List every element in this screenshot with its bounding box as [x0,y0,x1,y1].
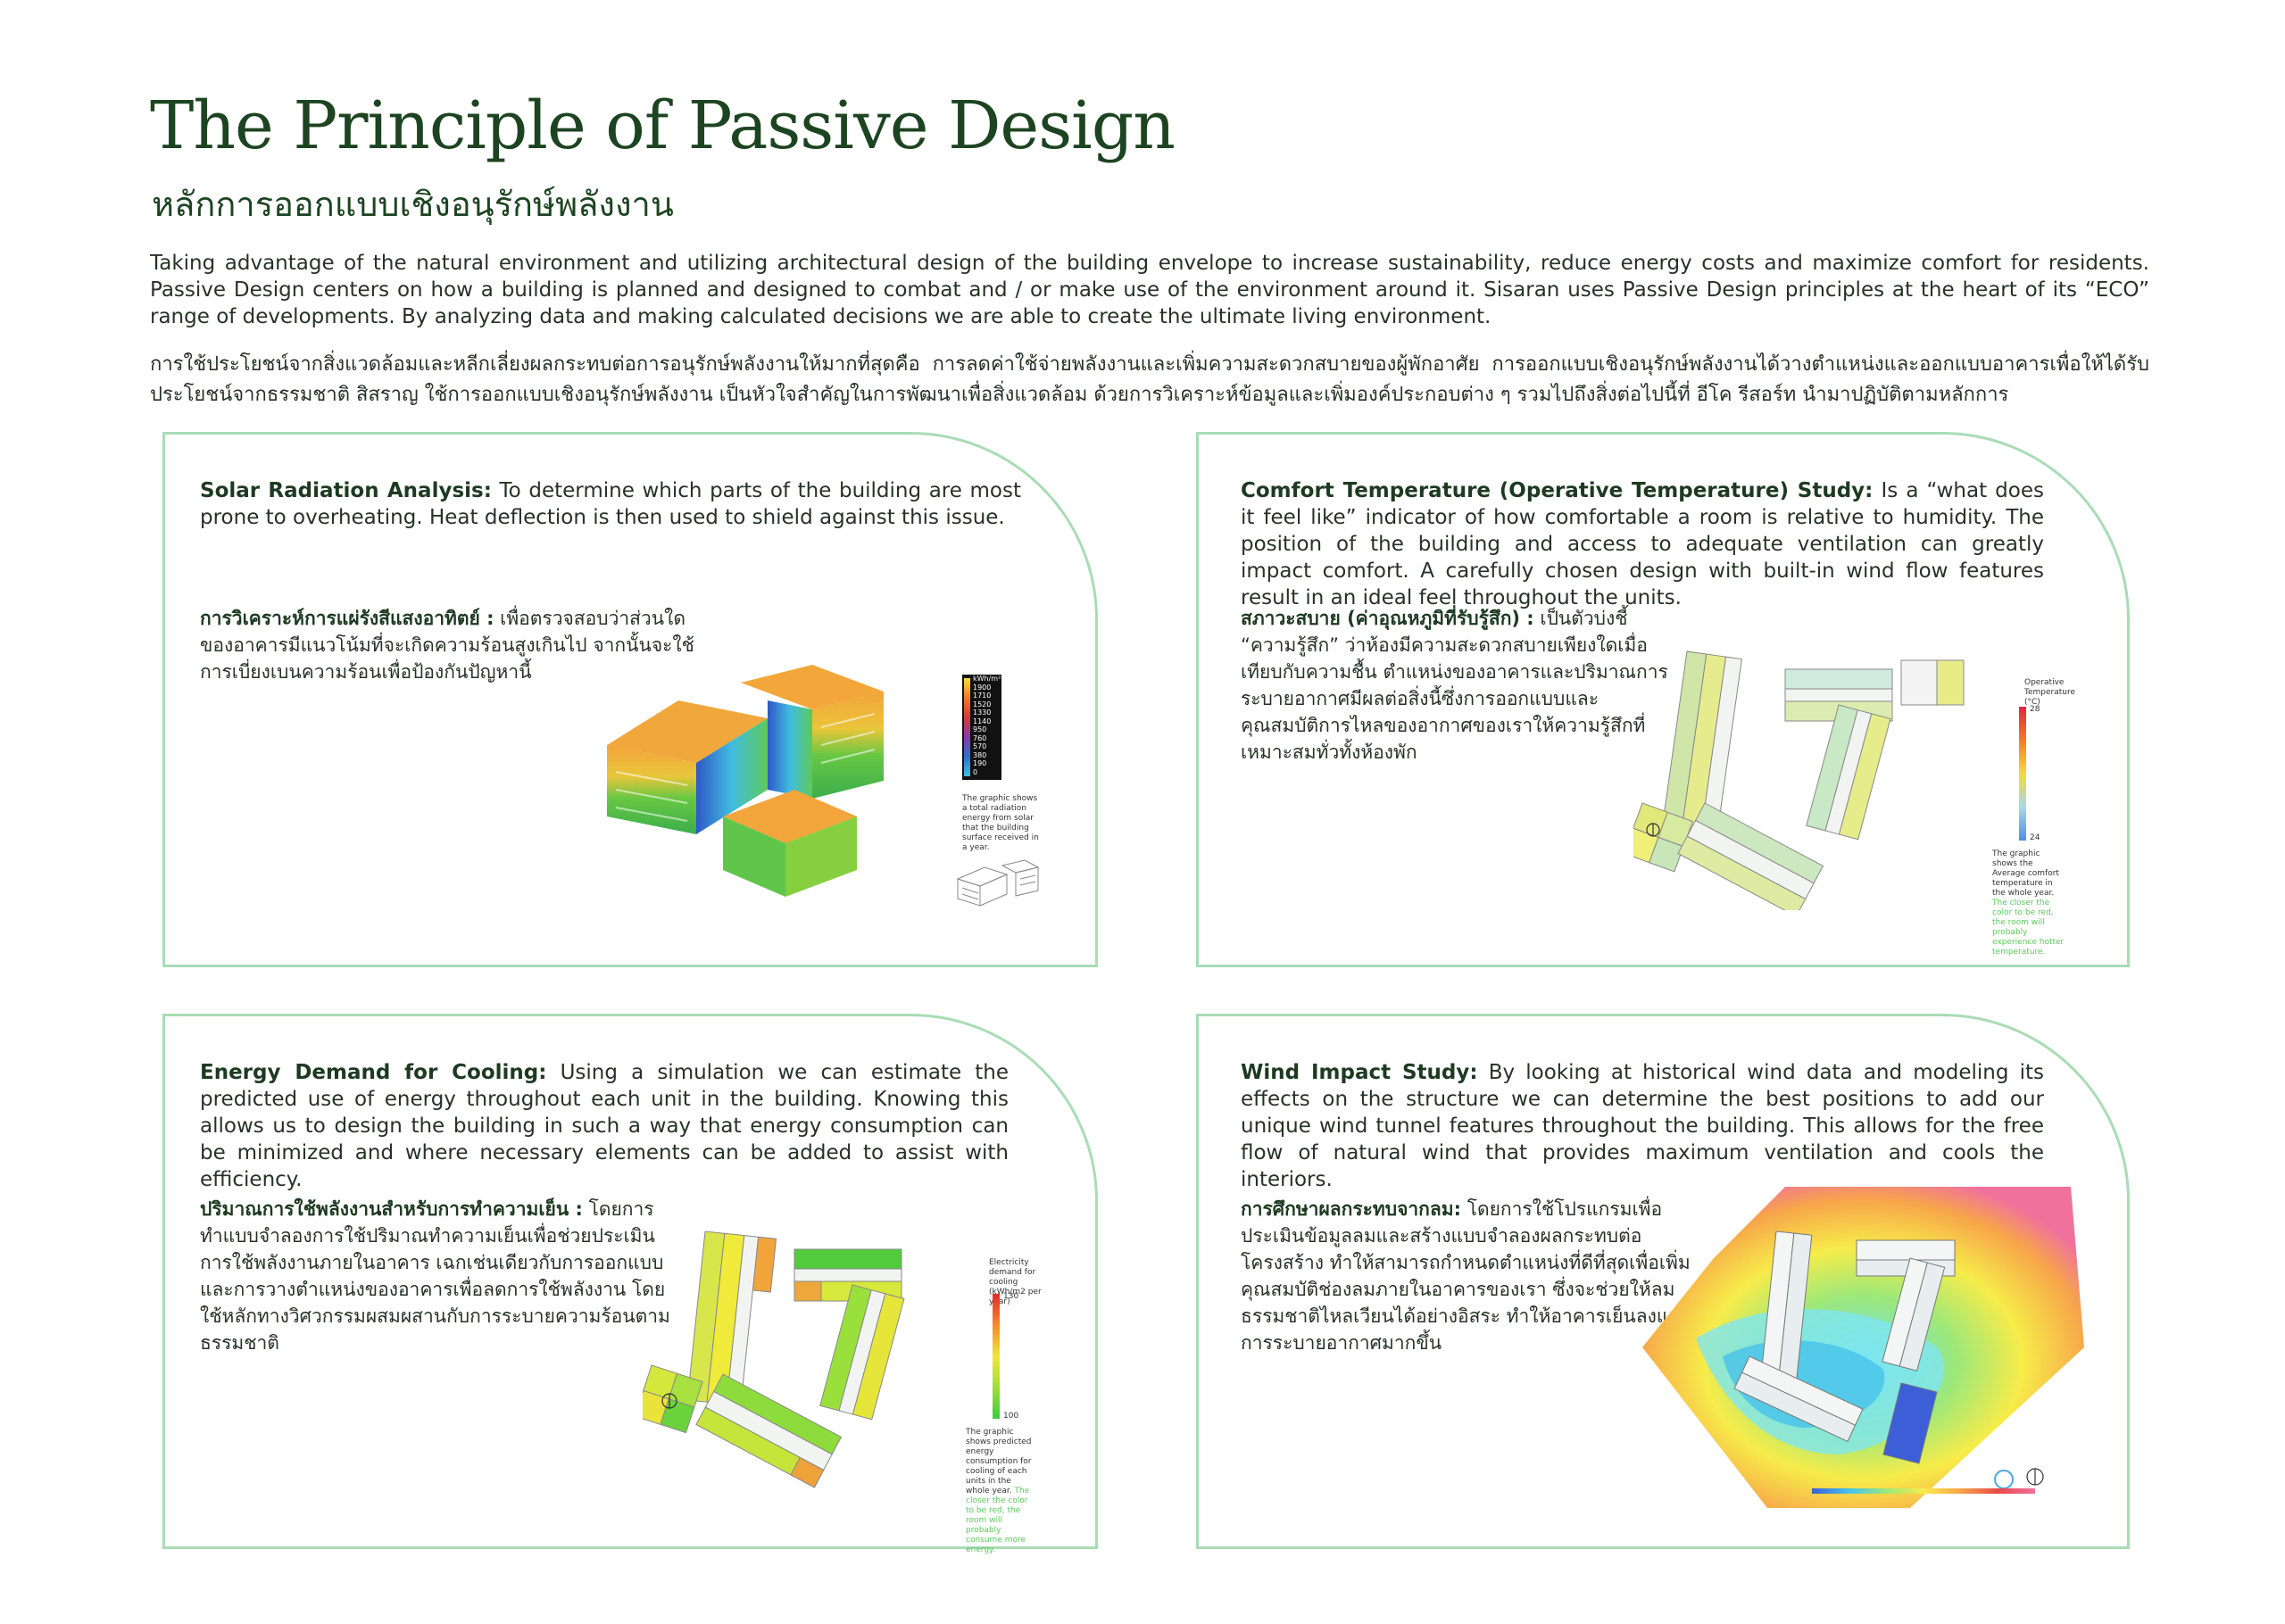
comfort-thai-heading: สภาวะสบาย (ค่าอุณหภูมิที่รับรู้สึก) : [1241,608,1534,629]
wind-body: By looking at historical wind data and m… [1241,1061,2044,1191]
intro-english: Taking advantage of the natural environm… [150,252,2149,328]
solar-legend-value: 1710 [973,692,992,700]
wind-thai-heading: การศึกษาผลกระทบจากลม: [1241,1198,1462,1220]
wind-description: Wind Impact Study: By looking at histori… [1241,1059,2044,1193]
energy-thai-description: ปริมาณการใช้พลังงานสำหรับการทำความเย็น :… [200,1196,673,1356]
energy-caption-text: The graphic shows predicted energy consu… [966,1428,1032,1496]
page-subtitle-thai: หลักการออกแบบเชิงอนุรักษ์พลังงาน [152,185,674,224]
solar-legend-value: 570 [973,742,987,750]
solar-caption: The graphic shows a total radiation ener… [962,794,1039,852]
solar-radiation-model [607,665,884,897]
comfort-legend-max: 28 [2030,705,2040,714]
solar-thai-heading: การวิเคราะห์การแผ่รังสีแสงอาทิตย์ : [200,608,494,629]
solar-legend-scale: kWh/m² 1900 1710 1520 1330 1140 950 760 … [962,675,1001,780]
wind-simulation-map [1642,1187,2084,1508]
energy-caption-note: The closer the color to be red, the room… [966,1487,1030,1554]
solar-legend-value: 1520 [973,700,992,708]
solar-thai-description: การวิเคราะห์การแผ่รังสีแสงอาทิตย์ : เพื่… [200,605,700,685]
energy-body: Using a simulation we can estimate the p… [200,1061,1009,1191]
solar-legend-value: 1140 [973,717,992,725]
comfort-description: Comfort Temperature (Operative Temperatu… [1241,477,2044,611]
solar-body: To determine which parts of the building… [200,479,1021,529]
comfort-temperature-card [1196,432,2130,967]
wind-legend-scale [1812,1488,2035,1494]
solar-legend-value: 380 [973,750,987,759]
energy-legend-scale [993,1294,1000,1419]
solar-radiation-card [162,432,1098,967]
energy-heading: Energy Demand for Cooling: [200,1061,547,1084]
energy-demand-card [162,1014,1098,1549]
energy-thai-heading: ปริมาณการใช้พลังงานสำหรับการทำความเย็น : [200,1198,583,1220]
comfort-thai-description: สภาวะสบาย (ค่าอุณหภูมิที่รับรู้สึก) : เป… [1241,605,1669,766]
solar-legend-unit: kWh/m² [973,675,1001,683]
comfort-legend-scale [2019,707,2026,841]
solar-legend-value: 1330 [973,708,992,717]
comfort-thai-body: เป็นตัวบ่งชี้ “ความรู้สึก” ว่าห้องมีความ… [1241,608,1668,763]
comfort-caption-text: The graphic shows the Average comfort te… [1992,849,2059,898]
comfort-heading: Comfort Temperature (Operative Temperatu… [1241,479,1874,502]
comfort-caption: The graphic shows the Average comfort te… [1992,849,2065,957]
solar-description: Solar Radiation Analysis: To determine w… [200,477,1021,531]
energy-legend-min: 100 [1003,1412,1019,1421]
solar-legend-value: 760 [973,733,987,742]
comfort-legend-title: Operative Temperature (°C) [2024,678,2076,707]
solar-heading: Solar Radiation Analysis: [200,479,492,502]
wind-thai-body: โดยการใช้โปรแกรมเพื่อประเมินข้อมูลลมและส… [1241,1198,1703,1354]
page-title: The Principle of Passive Design [150,87,1176,164]
solar-legend-value: 0 [973,767,978,776]
energy-thai-body: โดยการทำแบบจำลองการใช้ปริมาณทำความเย็นเพ… [200,1198,670,1354]
energy-caption: The graphic shows predicted energy consu… [966,1428,1037,1555]
solar-legend-value: 1900 [973,683,992,692]
solar-thumbnail-wireframe [956,859,1040,907]
solar-thai-body: เพื่อตรวจสอบว่าส่วนใดของอาคารมีแนวโน้มที… [200,608,694,683]
comfort-body: Is a “what does it feel like” indicator … [1241,479,2044,609]
intro-thai: การใช้ประโยชน์จากสิ่งแวดล้อมและหลีกเลี่ย… [150,353,2149,406]
energy-floor-plan [643,1230,905,1488]
solar-legend-value: 190 [973,759,987,767]
comfort-caption-note: The closer the color to be red, the room… [1992,899,2065,957]
wind-heading: Wind Impact Study: [1241,1061,1478,1084]
solar-legend-value: 950 [973,725,987,733]
energy-description: Energy Demand for Cooling: Using a simul… [200,1059,1009,1193]
comfort-legend-min: 24 [2030,833,2040,842]
energy-legend-max: 130 [1003,1292,1019,1301]
comfort-floor-plan [1633,650,1965,910]
wind-thai-description: การศึกษาผลกระทบจากลม: โดยการใช้โปรแกรมเพ… [1241,1196,1705,1356]
